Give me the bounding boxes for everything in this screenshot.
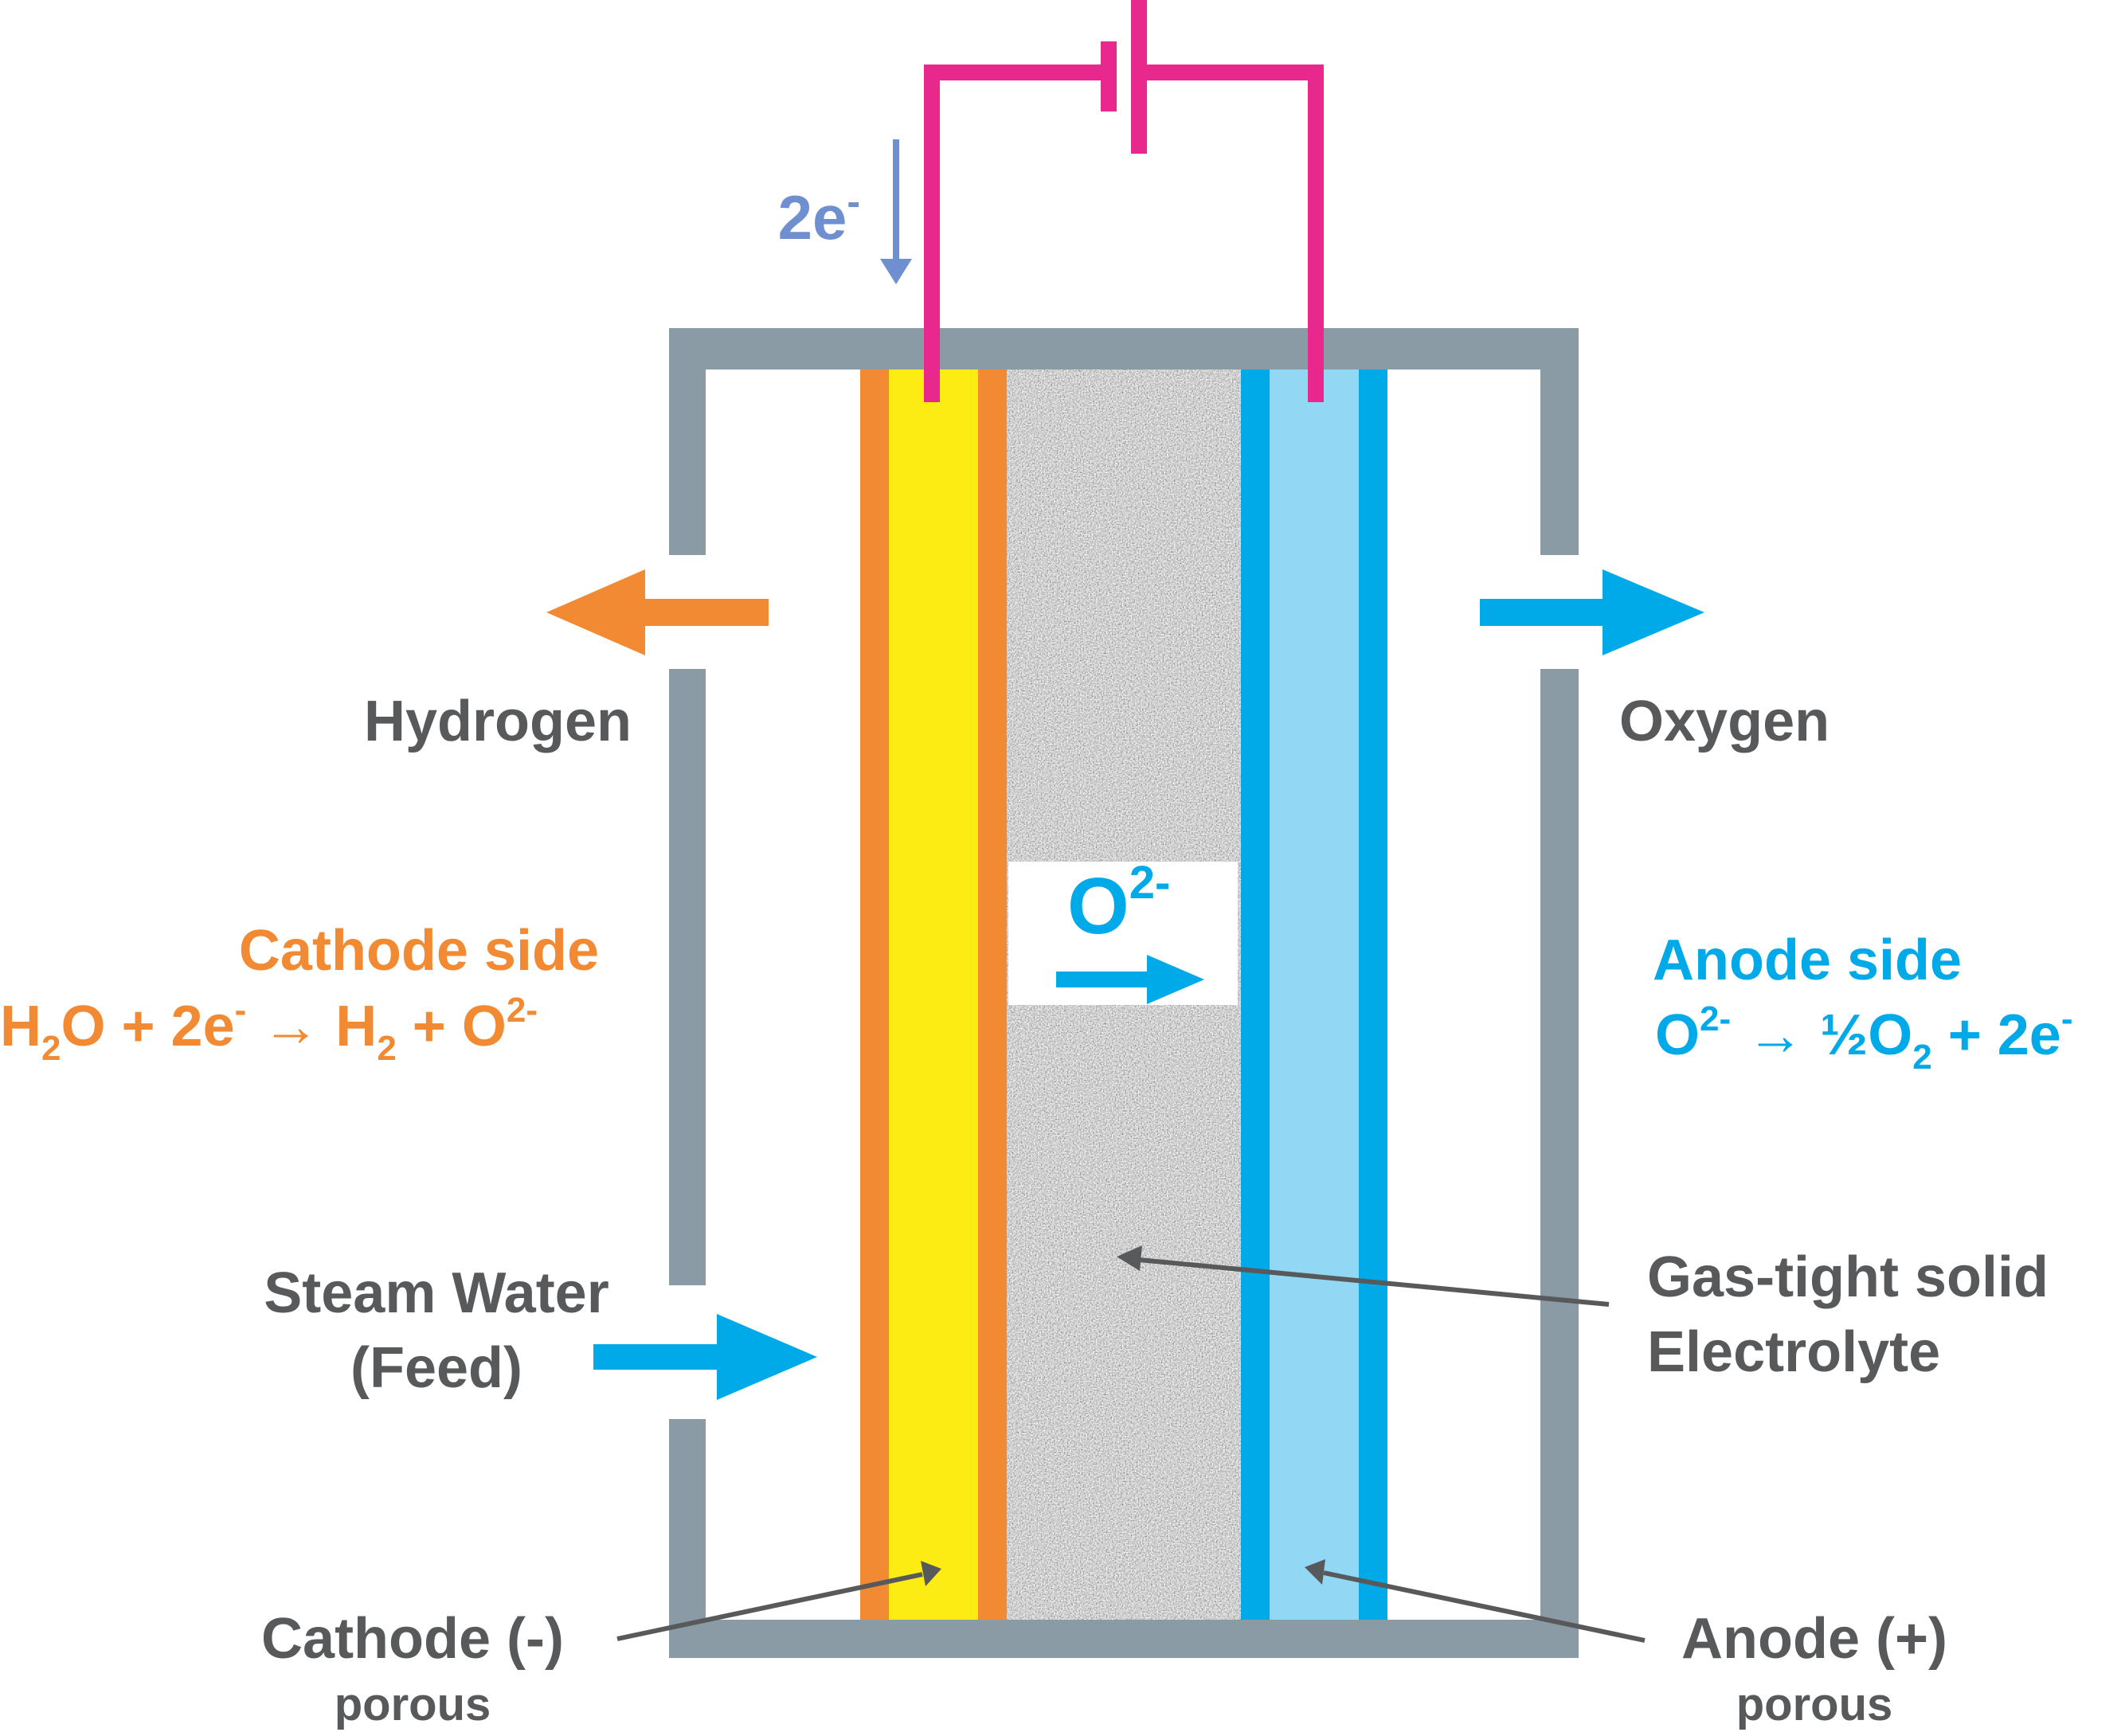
hydrogen-arrow xyxy=(546,569,769,655)
electron-arrow-head xyxy=(880,259,912,284)
electron-label: 2e- xyxy=(778,179,860,252)
anode-pointer-line xyxy=(1323,1570,1646,1643)
oxide-ion-transport: O2- xyxy=(1008,857,1238,1005)
anode-porous-core xyxy=(1270,369,1359,1620)
cathode-side-equation: H2O + 2e- → H2 + O2- xyxy=(0,991,538,1068)
cathode-electrode xyxy=(860,369,1007,1620)
anode-porous-label: porous xyxy=(1736,1679,1893,1730)
ion-label: O2- xyxy=(1067,857,1170,951)
cathode-pointer-head xyxy=(921,1561,941,1586)
electron-flow: 2e- xyxy=(778,139,912,284)
hydrogen-outlet xyxy=(546,555,820,669)
ion-charge: 2- xyxy=(1129,857,1171,909)
cell-housing xyxy=(669,328,1579,1658)
anode-outer-layer-right xyxy=(1359,369,1387,1620)
electron-charge: - xyxy=(847,179,860,224)
circuit-wire-left xyxy=(924,65,1109,402)
steam-inlet xyxy=(542,1285,817,1419)
cathode-label: Cathode (-) xyxy=(261,1607,564,1671)
anode-side-equation: O2- → ½O2 + 2e- xyxy=(1655,999,2072,1077)
cathode-porous-core xyxy=(889,369,978,1620)
external-circuit xyxy=(924,0,1324,402)
cathode-porous-label: porous xyxy=(335,1679,491,1730)
cathode-outer-layer-left xyxy=(860,369,889,1620)
oxygen-outlet xyxy=(1418,555,1704,669)
cathode-pointer-line xyxy=(616,1572,923,1641)
cathode-side-title: Cathode side xyxy=(239,919,599,983)
steam-feed-arrow xyxy=(593,1314,817,1400)
electrolyte-pointer-line xyxy=(1138,1257,1610,1307)
housing-top-wall xyxy=(669,328,1579,369)
housing-left-wall-lower xyxy=(669,1419,706,1658)
pointer-lines xyxy=(616,1245,1646,1643)
ion-flow-arrow xyxy=(1056,955,1204,1004)
cathode-outer-layer-right xyxy=(978,369,1007,1620)
oxygen-arrow xyxy=(1480,569,1704,655)
electrolyte-pointer-head xyxy=(1117,1245,1142,1271)
housing-right-wall-lower xyxy=(1540,669,1579,1658)
housing-bottom-wall xyxy=(669,1620,1579,1658)
steam-label-line1: Steam Water xyxy=(264,1261,609,1325)
oxygen-label: Oxygen xyxy=(1619,690,1830,753)
electrolyte-label-line1: Gas-tight solid xyxy=(1647,1245,2049,1309)
anode-label: Anode (+) xyxy=(1681,1607,1947,1671)
anode-pointer-head xyxy=(1305,1559,1325,1585)
anode-electrode xyxy=(1241,369,1387,1620)
housing-right-wall-upper xyxy=(1540,328,1579,555)
anode-side-title: Anode side xyxy=(1653,929,1962,992)
circuit-wire-right xyxy=(1139,65,1324,402)
anode-outer-layer-left xyxy=(1241,369,1270,1620)
steam-label-line2: (Feed) xyxy=(350,1336,522,1400)
housing-left-wall-upper xyxy=(669,328,706,555)
housing-left-wall-middle xyxy=(669,669,706,1285)
hydrogen-label: Hydrogen xyxy=(364,690,632,753)
electrolyte-label-line2: Electrolyte xyxy=(1647,1320,1940,1384)
